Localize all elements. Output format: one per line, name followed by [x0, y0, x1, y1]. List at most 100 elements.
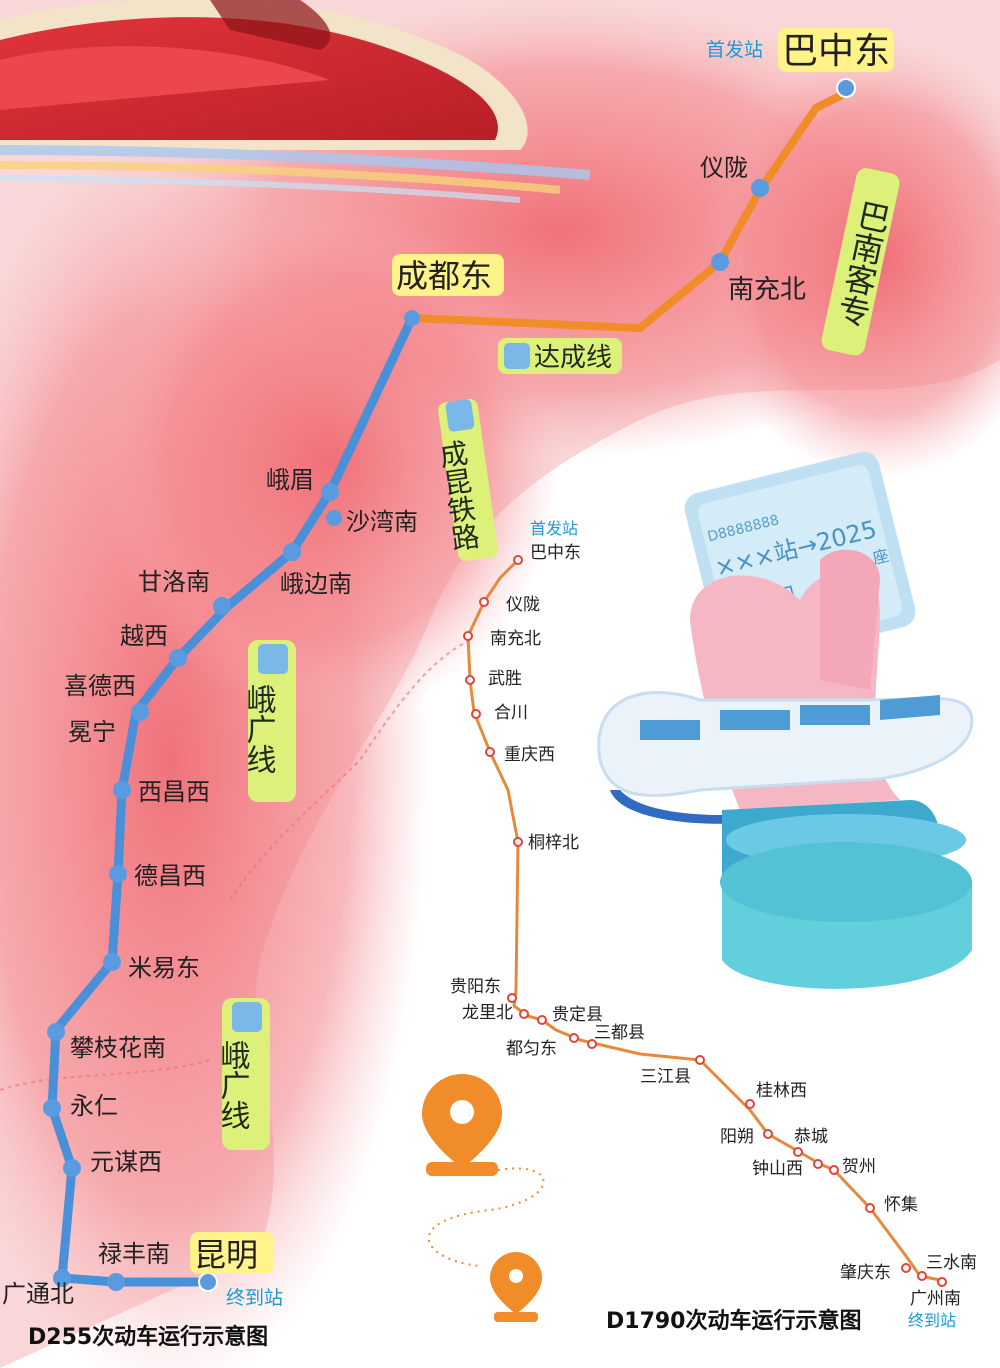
d255-orange-segment: [408, 88, 852, 332]
station-label: 巴中东: [530, 543, 581, 563]
station-label: 越西: [120, 622, 168, 650]
station-dot: [109, 865, 127, 883]
station-label: 禄丰南: [98, 1240, 170, 1268]
station-label: 桐梓北: [528, 833, 579, 853]
station-dot: [485, 747, 495, 757]
d255-station-labels: 首发站 巴中东 仪陇 南充北 成都东 峨眉 沙湾南 峨边南 甘洛南 越西 喜德西…: [2, 28, 894, 1309]
station-label: 广州南: [910, 1289, 961, 1309]
d255-station-dots: [43, 78, 856, 1292]
station-label: 三都县: [594, 1023, 645, 1043]
station-dot: [711, 253, 729, 271]
station-dot: [813, 1159, 823, 1169]
station-dot: [131, 703, 149, 721]
station-dot: [479, 597, 489, 607]
station-label: 南充北: [490, 629, 541, 649]
station-dot: [519, 1009, 529, 1019]
station-label: 峨眉: [266, 466, 314, 494]
station-label: 恭城: [794, 1127, 828, 1147]
station-dot: [107, 1273, 125, 1291]
station-dot: [283, 543, 301, 561]
station-label: 沙湾南: [346, 508, 418, 536]
station-dot: [321, 483, 339, 501]
station-label: 巴中东: [782, 31, 890, 72]
station-label: 贵定县: [552, 1005, 603, 1025]
station-dot: [569, 1033, 579, 1043]
end-tag: 终到站: [908, 1311, 956, 1330]
start-tag: 首发站: [706, 39, 763, 61]
station-label: 贵阳东: [450, 977, 501, 997]
station-label: 重庆西: [504, 745, 555, 765]
station-label: 贺州: [842, 1157, 876, 1177]
station-dot: [836, 78, 856, 98]
station-label: 攀枝花南: [70, 1034, 166, 1062]
station-label: 峨边南: [280, 570, 352, 598]
station-dot: [465, 675, 475, 685]
station-label: 昆明: [194, 1236, 258, 1274]
d1790-line: [466, 558, 941, 1282]
station-label: 南充北: [728, 275, 806, 305]
station-dot: [587, 1039, 597, 1049]
station-label: 都匀东: [506, 1039, 557, 1059]
station-label: 西昌西: [138, 778, 210, 806]
station-dot: [213, 597, 231, 615]
station-dot: [763, 1129, 773, 1139]
line-label-eguang-2: 峨广线: [215, 998, 270, 1150]
station-label: 元谋西: [90, 1148, 162, 1176]
ticket-hand-illustration: D8888888 ×××站→2025 车 座 年 月 日 ××××: [597, 451, 974, 989]
station-dot: [63, 1159, 81, 1177]
station-dot: [917, 1271, 927, 1281]
station-label: 仪陇: [506, 595, 540, 615]
station-dot: [198, 1272, 218, 1292]
station-dot: [865, 1203, 875, 1213]
line-label-eguang-1: 峨广线: [241, 640, 296, 802]
line-label-text: 峨广线: [215, 1040, 250, 1130]
station-dot: [507, 993, 517, 1003]
station-label: 武胜: [488, 669, 522, 689]
d1790-route: 首发站 巴中东 仪陇 南充北 武胜 合川 重庆西 桐梓北 贵阳东 龙里北 贵定县…: [450, 519, 977, 1330]
station-label: 合川: [494, 703, 528, 723]
station-dot: [463, 631, 473, 641]
station-dot: [513, 837, 523, 847]
d1790-station-labels: 首发站 巴中东 仪陇 南充北 武胜 合川 重庆西 桐梓北 贵阳东 龙里北 贵定县…: [450, 519, 977, 1330]
station-dot: [695, 1055, 705, 1065]
line-label-dacheng: 达成线: [498, 338, 622, 374]
start-tag: 首发站: [530, 519, 578, 538]
station-dot: [513, 555, 523, 565]
station-dot: [43, 1099, 61, 1117]
d1790-title: D1790次动车运行示意图: [606, 1308, 862, 1334]
station-dot: [471, 709, 481, 719]
station-label: 龙里北: [462, 1003, 513, 1023]
station-dot: [745, 1099, 755, 1109]
station-label: 三水南: [926, 1253, 977, 1273]
station-label: 喜德西: [64, 672, 136, 700]
d255-title: D255次动车运行示意图: [28, 1324, 268, 1350]
route-titles: D255次动车运行示意图 D1790次动车运行示意图: [28, 1308, 862, 1350]
station-dot: [103, 953, 121, 971]
station-dot: [53, 1269, 71, 1287]
station-label: 甘洛南: [138, 568, 210, 596]
location-pins: [422, 1074, 545, 1322]
station-label: 成都东: [396, 257, 492, 295]
station-label: 米易东: [128, 954, 200, 982]
station-dot: [537, 1015, 547, 1025]
end-tag: 终到站: [226, 1287, 283, 1309]
bullet-train-illustration: [0, 0, 591, 203]
station-label: 冕宁: [68, 718, 116, 746]
d1790-station-dots: [463, 555, 947, 1287]
station-label: 三江县: [640, 1067, 691, 1087]
station-dot: [829, 1165, 839, 1175]
line-label-text: 峨广线: [241, 684, 276, 774]
station-dot: [937, 1277, 947, 1287]
station-label: 钟山西: [752, 1159, 803, 1179]
station-dot: [326, 510, 342, 526]
line-label-text: 达成线: [534, 343, 612, 373]
station-dot: [751, 179, 769, 197]
station-dot: [901, 1263, 911, 1273]
station-label: 永仁: [70, 1092, 118, 1120]
station-label: 广通北: [2, 1280, 74, 1308]
station-label: 桂林西: [756, 1081, 807, 1101]
station-label: 仪陇: [700, 154, 748, 182]
station-dot: [113, 781, 131, 799]
